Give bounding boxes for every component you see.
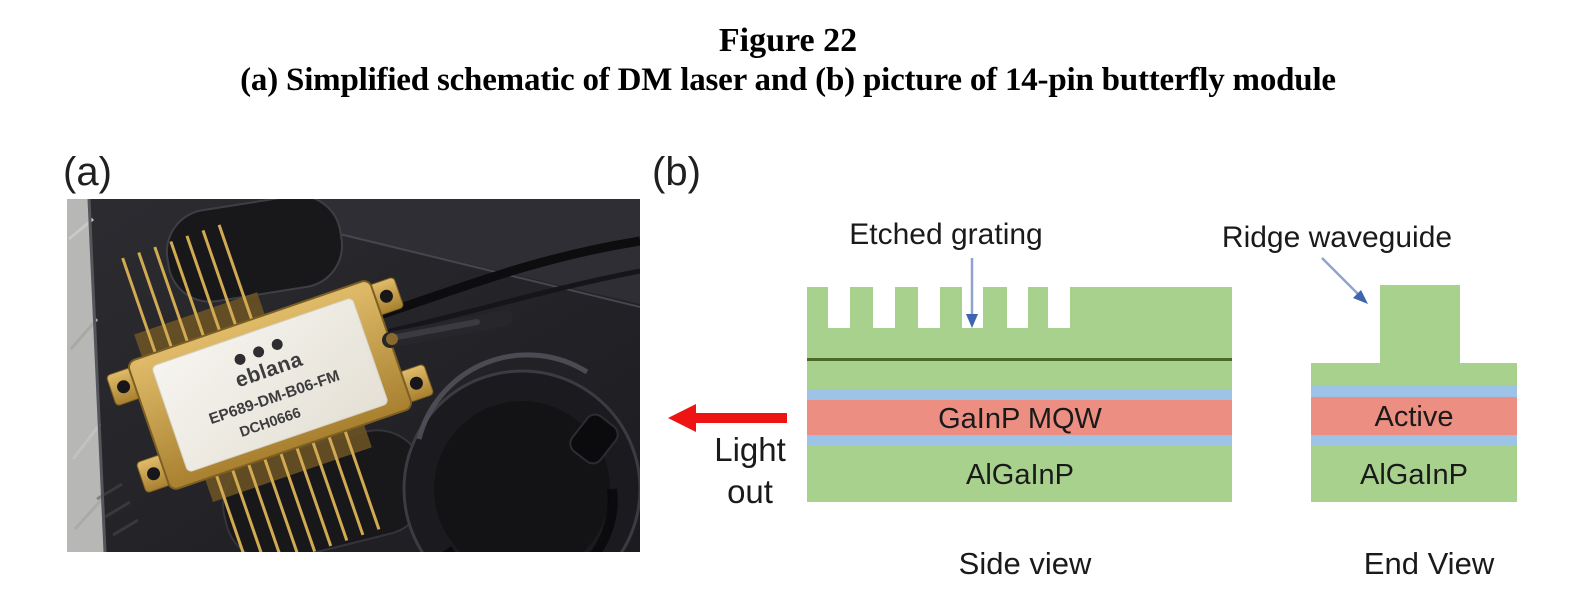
side-mqw-label: GaInP MQW (938, 403, 1102, 435)
tray-edge-line (318, 228, 640, 308)
side-cladding-top (807, 390, 1232, 400)
fiber-boot (382, 310, 513, 348)
end-substrate-label: AlGaInP (1360, 459, 1468, 491)
lid-dot (234, 353, 246, 365)
light-out-label-line2: out (727, 473, 773, 510)
screw-hole (147, 467, 161, 481)
ridge-waveguide-shape (1380, 285, 1460, 364)
etched-grating-arrow (966, 258, 978, 328)
module-pins-bottom (214, 428, 381, 552)
panel-a-label: (a) (63, 150, 112, 194)
side-cladding-bottom (807, 435, 1232, 445)
photo-svg: eblana EP689-DM-B06-FM DCH0666 (67, 199, 640, 552)
schematic-svg: GaInP MQW AlGaInP Side view Active AlGaI… (668, 218, 1517, 581)
butterfly-module: eblana EP689-DM-B06-FM DCH0666 (106, 224, 434, 552)
end-view-diagram: Active AlGaInP End View (1311, 285, 1517, 581)
side-view-diagram: GaInP MQW AlGaInP Side view (807, 287, 1232, 581)
side-mqw-layer (807, 400, 1232, 435)
side-substrate-layer (807, 445, 1232, 502)
light-out-label-line1: Light (714, 431, 786, 468)
lid-dot (271, 338, 283, 350)
tray-upper-shelf (307, 199, 640, 304)
figure-title: Figure 22 (718, 22, 858, 59)
tray-cavity-top (165, 199, 344, 303)
end-cladding-bottom (1311, 435, 1517, 445)
module-lid (152, 298, 388, 472)
fiber-spool (402, 352, 640, 552)
metal-strip (67, 199, 107, 552)
side-substrate-label: AlGaInP (966, 459, 1074, 491)
ridge-waveguide-arrow (1321, 257, 1368, 304)
side-view-caption: Side view (959, 546, 1092, 581)
screw-hole (379, 289, 393, 303)
embossed-marks (96, 482, 139, 537)
ridge-waveguide-label: Ridge waveguide (1222, 221, 1452, 254)
dm-laser-schematic: GaInP MQW AlGaInP Side view Active AlGaI… (650, 210, 1576, 600)
light-out-arrow (668, 404, 787, 432)
side-interface-line (807, 358, 1232, 361)
end-active-layer (1311, 397, 1517, 435)
figure-subtitle: (a) Simplified schematic of DM laser and… (240, 62, 1336, 98)
module-pins-top (121, 224, 254, 355)
end-substrate-layer (1311, 445, 1517, 502)
lid-dot (253, 346, 265, 358)
end-view-caption: End View (1364, 546, 1495, 581)
figure-caption: Figure 22 (a) Simplified schematic of DM… (0, 22, 1576, 100)
spool-key-slot (569, 413, 619, 465)
etched-grating-label: Etched grating (849, 218, 1042, 251)
screw-hole (409, 376, 423, 390)
butterfly-module-photo: eblana EP689-DM-B06-FM DCH0666 (67, 199, 640, 552)
screw-hole (117, 380, 131, 394)
panel-b-label: (b) (652, 150, 701, 194)
end-upper-cladding (1311, 363, 1517, 385)
end-active-label: Active (1375, 401, 1454, 433)
end-cladding-top (1311, 385, 1517, 397)
